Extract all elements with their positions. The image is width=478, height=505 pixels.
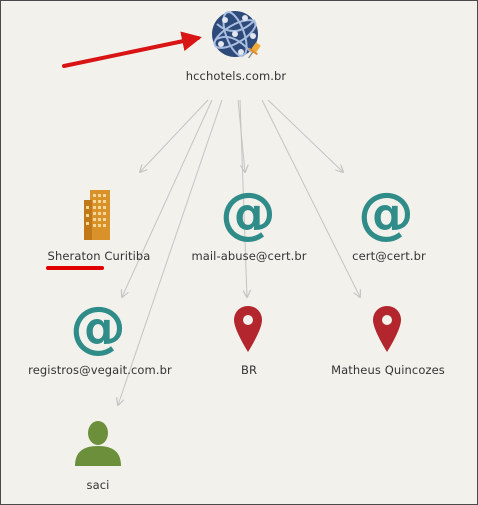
- node-cert-label: cert@cert.br: [352, 249, 426, 263]
- node-saci-label: saci: [86, 478, 110, 492]
- building-icon: [84, 190, 110, 240]
- location-pin-icon: [234, 306, 262, 352]
- node-matheus-label: Matheus Quincozes: [331, 363, 445, 377]
- node-mail-abuse-label: mail-abuse@cert.br: [191, 249, 307, 263]
- node-root-label: hcchotels.com.br: [185, 69, 287, 83]
- location-pin-icon: [373, 306, 401, 352]
- email-at-icon: @: [70, 295, 126, 360]
- email-at-icon: @: [358, 181, 414, 246]
- node-br-label: BR: [240, 363, 258, 377]
- person-icon: [75, 421, 121, 466]
- pin-icon: [248, 42, 261, 59]
- annotation-underline: [46, 266, 104, 270]
- email-at-icon: @: [220, 181, 276, 246]
- globe-icon: [212, 11, 261, 59]
- node-registros-label: registros@vegait.com.br: [28, 363, 172, 377]
- node-sheraton-label: Sheraton Curitiba: [47, 249, 151, 263]
